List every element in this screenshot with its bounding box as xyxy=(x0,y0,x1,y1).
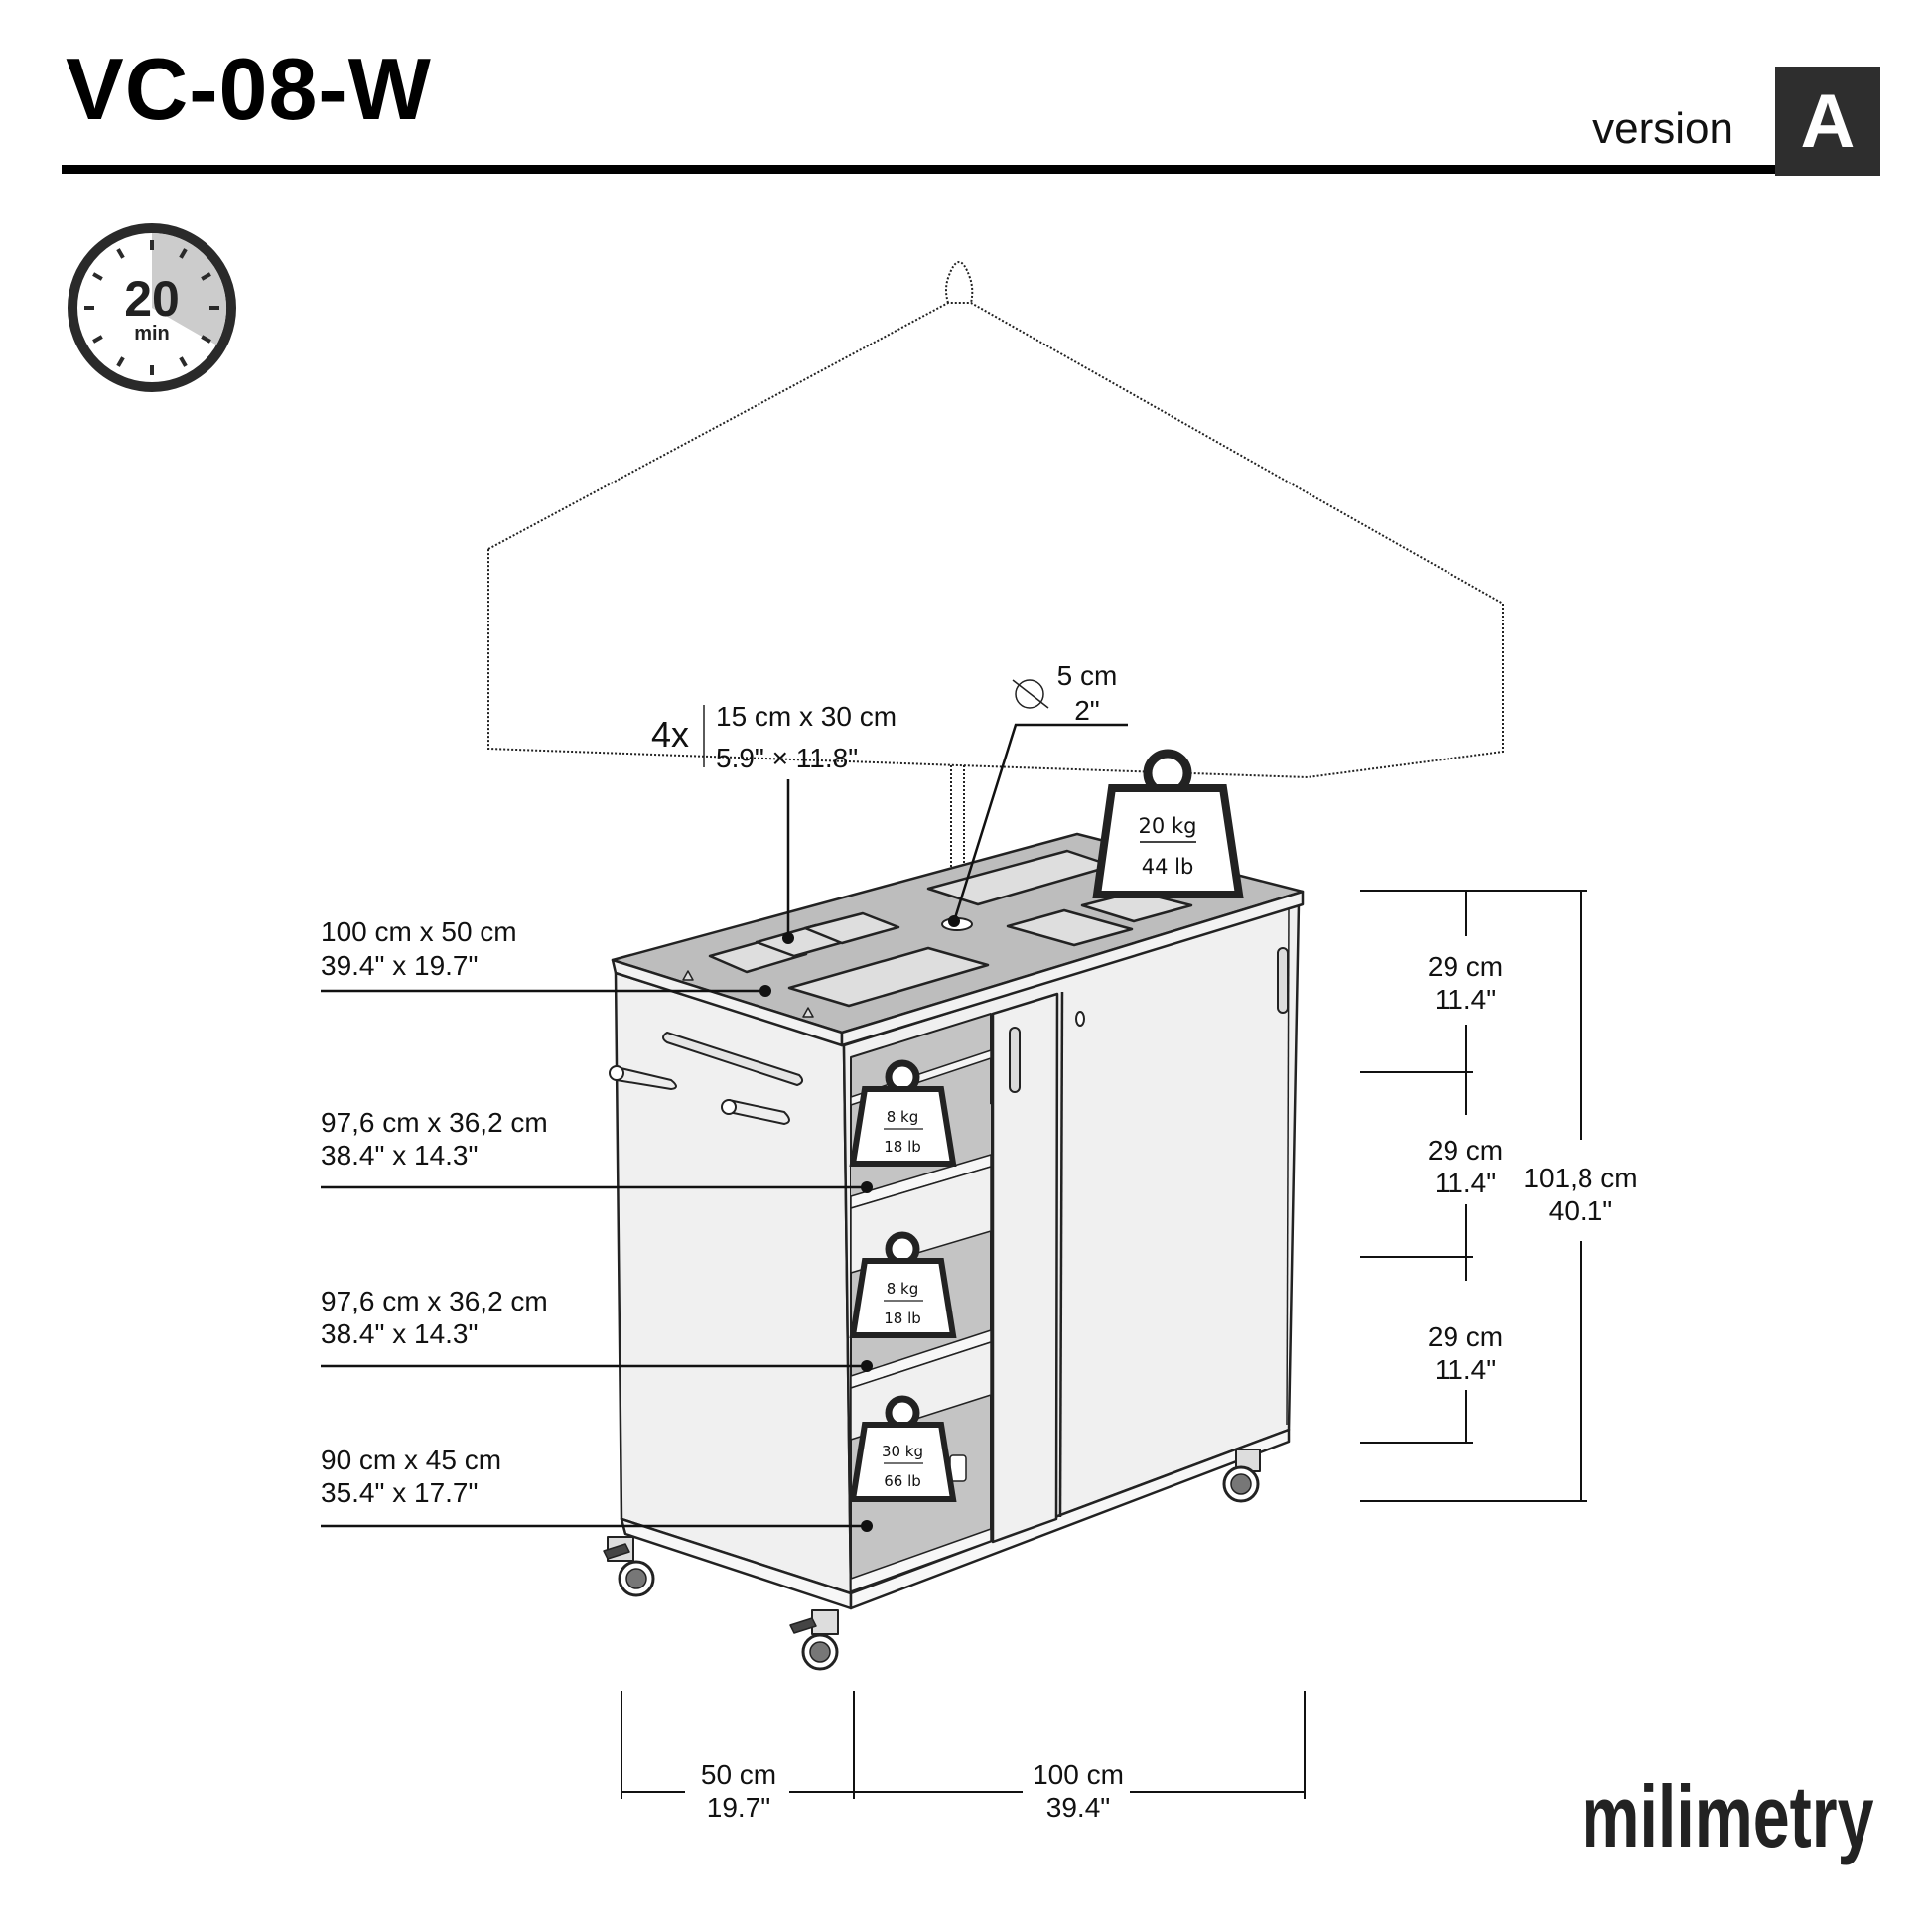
container-small-3 xyxy=(803,911,900,945)
hole-diameter-imperial: 2" xyxy=(1074,695,1100,726)
weight-bottom-lb: 66 lb xyxy=(884,1472,921,1490)
height-dimensions xyxy=(1360,890,1587,1502)
weight-icon-top: 20 kg 44 lb xyxy=(1092,749,1244,898)
height-section-1-metric: 29 cm xyxy=(1428,951,1503,982)
cart xyxy=(603,832,1305,1671)
side-handle-slot[interactable] xyxy=(662,1032,803,1086)
version-label: version xyxy=(1592,104,1733,153)
narrow-door-panel xyxy=(991,992,1059,1544)
surface-callout-shelf-1: 97,6 cm x 36,2 cm 38.4" x 14.3" xyxy=(321,1107,873,1193)
footprint-width-metric: 100 cm xyxy=(1033,1759,1124,1790)
timer-tick xyxy=(201,335,211,344)
timer-tick xyxy=(116,356,125,367)
version-badge: A xyxy=(1775,67,1880,176)
caster-front-left xyxy=(603,1536,655,1597)
surface-shelf-2-imperial: 38.4" x 14.3" xyxy=(321,1318,478,1349)
bottom-shelf-rail xyxy=(850,1528,992,1592)
main-door-handle[interactable] xyxy=(1277,947,1289,1014)
container-small-4 xyxy=(1006,908,1134,947)
hole-diameter-metric: 5 cm xyxy=(1057,660,1118,691)
containers-size-metric: 15 cm x 30 cm xyxy=(716,701,897,732)
weight-shelf-1-kg: 8 kg xyxy=(887,1108,919,1126)
weight-shelf-2-kg: 8 kg xyxy=(887,1280,919,1298)
brand-logo: milimetry xyxy=(1582,1767,1874,1865)
timer-ticks xyxy=(84,240,219,375)
side-peg-2 xyxy=(721,1099,790,1125)
caster-right xyxy=(1222,1449,1261,1503)
surface-callout-bottom: 90 cm x 45 cm 35.4" x 17.7" xyxy=(321,1445,873,1532)
timer-tick xyxy=(179,248,188,259)
caster-front-middle xyxy=(789,1609,839,1671)
weight-shelf-2-lb: 18 lb xyxy=(884,1310,921,1327)
height-section-1-imperial: 11.4" xyxy=(1435,984,1496,1015)
timer-unit: min xyxy=(134,323,170,345)
timer-value: 20 xyxy=(124,271,180,327)
umbrella-hole-callout: 5 cm 2" xyxy=(948,660,1128,927)
surface-top-metric: 100 cm x 50 cm xyxy=(321,916,517,947)
height-section-2-metric: 29 cm xyxy=(1428,1135,1503,1166)
surface-shelf-1-metric: 97,6 cm x 36,2 cm xyxy=(321,1107,548,1138)
cart-front-plinth xyxy=(849,1428,1291,1610)
footprint-depth-metric: 50 cm xyxy=(701,1759,776,1790)
weight-top-kg: 20 kg xyxy=(1139,814,1197,838)
height-total-imperial: 40.1" xyxy=(1549,1195,1612,1226)
header-rule xyxy=(62,165,1775,174)
height-section-3-metric: 29 cm xyxy=(1428,1321,1503,1352)
surface-bottom-imperial: 35.4" x 17.7" xyxy=(321,1477,478,1508)
containers-size-imperial: 5.9" × 11.8" xyxy=(716,743,858,773)
timer-icon: 20 min xyxy=(68,223,236,392)
footprint-dimensions xyxy=(621,1691,1306,1799)
containers-count: 4x xyxy=(651,714,689,755)
footprint-depth-imperial: 19.7" xyxy=(707,1792,770,1823)
surface-top-imperial: 39.4" x 19.7" xyxy=(321,950,478,981)
weight-top-lb: 44 lb xyxy=(1142,855,1194,879)
timer-tick xyxy=(179,356,188,367)
surface-shelf-1-imperial: 38.4" x 14.3" xyxy=(321,1140,478,1171)
height-total-metric: 101,8 cm xyxy=(1523,1163,1637,1193)
weight-icon-shelf-1: 8 kg 18 lb xyxy=(849,1059,957,1167)
door-lock[interactable] xyxy=(1075,1011,1085,1027)
weight-icon-shelf-2: 8 kg 18 lb xyxy=(849,1231,957,1338)
surface-shelf-2-metric: 97,6 cm x 36,2 cm xyxy=(321,1286,548,1316)
container-large-1 xyxy=(787,946,990,1008)
timer-tick xyxy=(116,248,125,259)
narrow-door-handle[interactable] xyxy=(1009,1027,1021,1093)
timer-tick xyxy=(201,272,211,281)
top-pin-2 xyxy=(802,1007,814,1018)
weight-shelf-1-lb: 18 lb xyxy=(884,1138,921,1156)
weight-bottom-kg: 30 kg xyxy=(882,1443,923,1460)
product-code-title: VC-08-W xyxy=(66,40,432,138)
timer-tick xyxy=(92,335,103,344)
timer-fill-wedge xyxy=(152,232,227,345)
surface-callout-top: 100 cm x 50 cm 39.4" x 19.7" xyxy=(321,916,771,997)
top-pin-1 xyxy=(682,970,694,981)
surface-callout-shelf-2: 97,6 cm x 36,2 cm 38.4" x 14.3" xyxy=(321,1286,873,1372)
side-peg-1 xyxy=(609,1065,677,1090)
cart-side-panel xyxy=(614,971,853,1595)
surface-bottom-metric: 90 cm x 45 cm xyxy=(321,1445,501,1475)
height-section-3-imperial: 11.4" xyxy=(1435,1354,1496,1385)
containers-callout: 4x 15 cm x 30 cm 5.9" × 11.8" xyxy=(651,701,897,944)
footprint-width-imperial: 39.4" xyxy=(1046,1792,1110,1823)
timer-tick xyxy=(92,272,103,281)
cart-top-edge-front xyxy=(840,890,1305,1047)
diameter-icon xyxy=(1015,679,1044,709)
weight-icon-bottom: 30 kg 66 lb xyxy=(849,1395,957,1502)
height-section-2-imperial: 11.4" xyxy=(1435,1168,1496,1198)
